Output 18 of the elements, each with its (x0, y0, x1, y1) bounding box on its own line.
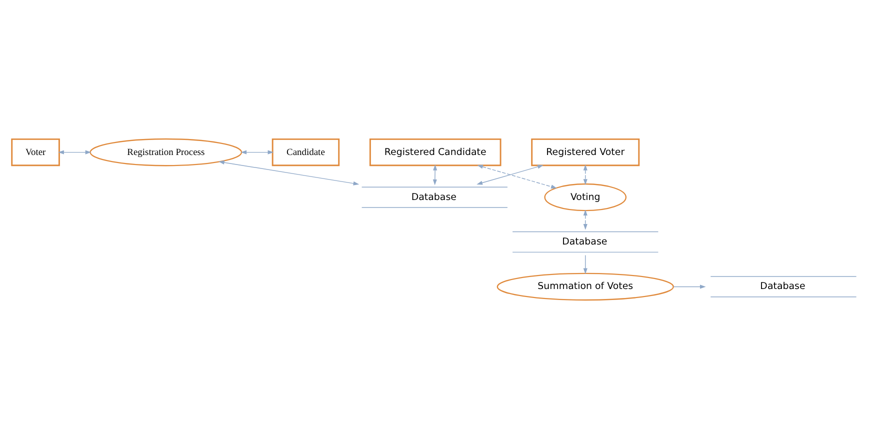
node-text: Database (411, 191, 456, 202)
arrow (673, 284, 706, 288)
arrow (218, 160, 360, 185)
node-box: Candidate (272, 138, 340, 166)
arrow (583, 254, 588, 274)
arrow (240, 150, 274, 154)
arrow (432, 164, 438, 185)
node-ellipse: Summation of Votes (496, 272, 674, 300)
arrow (58, 150, 92, 154)
arrow (583, 164, 588, 184)
node-text: Database (760, 280, 806, 292)
node-box: Registered Candidate (369, 138, 502, 166)
node-text: Database (562, 236, 608, 247)
node-box: Registered Voter (531, 138, 640, 166)
arrow (477, 164, 557, 188)
arrow (583, 209, 588, 230)
node-box: Voter (11, 138, 60, 166)
arrow (476, 164, 544, 184)
